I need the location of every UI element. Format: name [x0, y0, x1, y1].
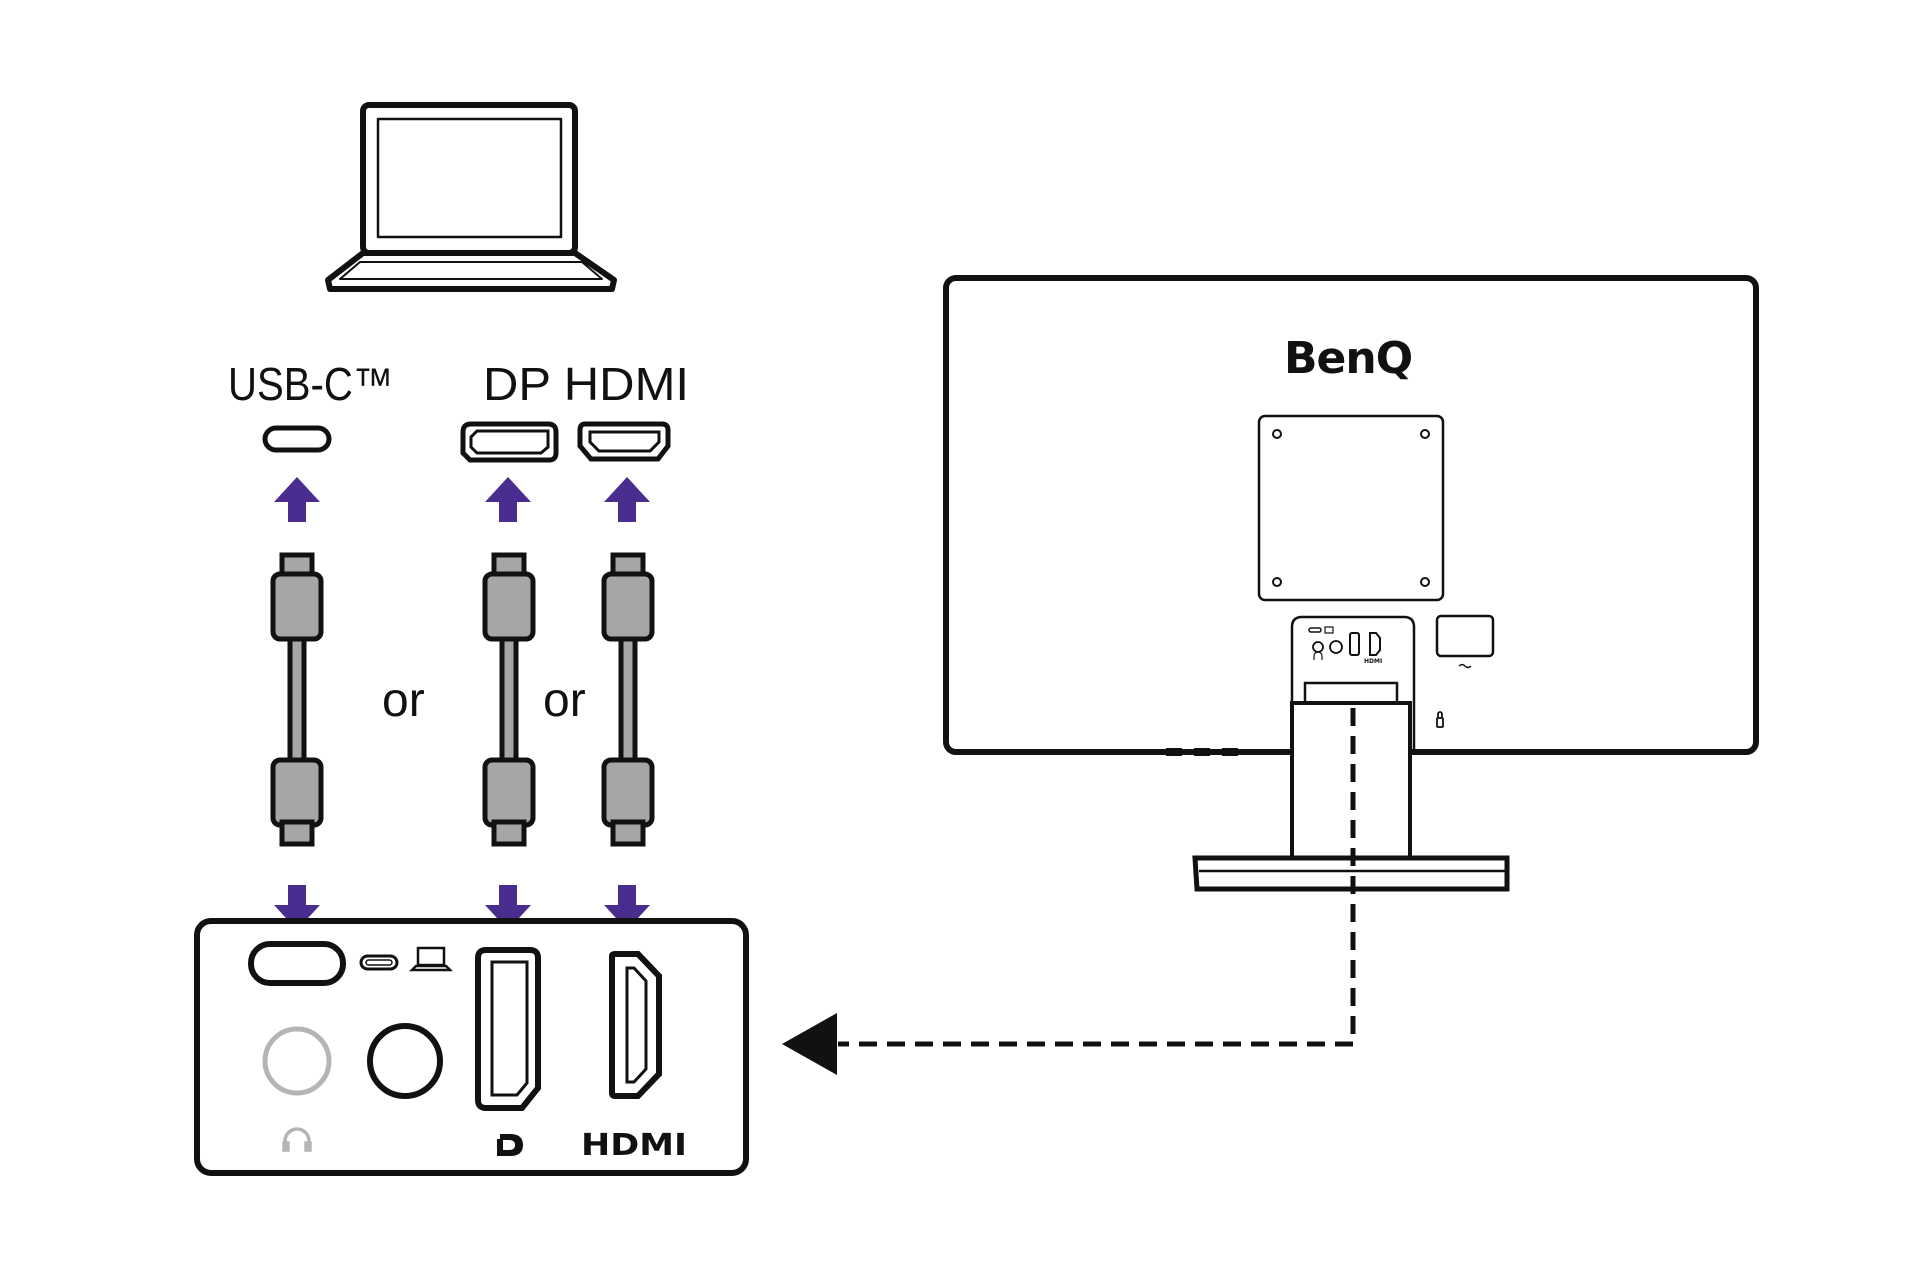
control-buttons	[1166, 748, 1238, 756]
usb-c-symbol-icon	[359, 954, 399, 971]
mini-hdmi-logo-text: HDMI	[1364, 658, 1382, 665]
headphone-jack-icon	[262, 1026, 332, 1096]
hdmi-cable	[601, 552, 655, 847]
lock-icon	[1436, 711, 1444, 728]
laptop-symbol-icon	[408, 946, 454, 972]
headphone-icon	[282, 1127, 312, 1152]
panel-hdmi-logo-text: HDMI	[581, 1128, 687, 1163]
or-label-2: or	[543, 674, 586, 727]
displayport-logo-icon	[494, 1134, 523, 1156]
power-socket-icon	[1435, 614, 1495, 669]
arrow-down-hdmi	[604, 885, 650, 930]
arrow-up-hdmi	[604, 477, 650, 522]
brand-logo-text: BenQ	[1284, 333, 1412, 384]
displayport-cable	[482, 552, 536, 847]
panel-usb-c-port-icon	[248, 941, 346, 986]
arrow-down-dp	[485, 885, 531, 930]
monitor-io-area: HDMI	[1290, 615, 1416, 750]
monitor-io-panel	[194, 918, 749, 1176]
laptop-hdmi-port-icon	[577, 421, 671, 462]
or-label-1: or	[382, 674, 425, 727]
panel-displayport-port-icon	[475, 947, 541, 1111]
arrow-up-dp	[485, 477, 531, 522]
dp-hdmi-label: DP HDMI	[483, 358, 689, 410]
laptop-displayport-port-icon	[460, 421, 559, 463]
usbc-label: USB-C™	[228, 358, 393, 410]
pointer-arrow-icon	[782, 1013, 837, 1075]
displayport-socket-icon	[367, 1023, 443, 1099]
vesa-mount-plate	[1257, 414, 1445, 602]
monitor-back-icon: BenQ HDMI	[943, 275, 1759, 892]
laptop-icon	[325, 102, 617, 292]
usb-c-cable	[270, 552, 324, 847]
laptop-usb-c-port-icon	[262, 425, 332, 453]
panel-hdmi-port-icon	[609, 951, 662, 1099]
arrow-up-usbc	[274, 477, 320, 522]
arrow-down-usbc	[274, 885, 320, 930]
